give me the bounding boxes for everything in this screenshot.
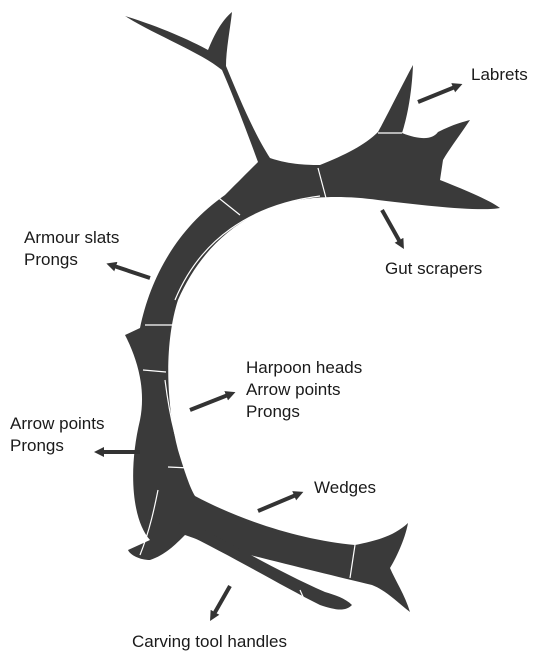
label-arrow-points: Arrow points Prongs bbox=[10, 413, 104, 457]
label-harpoon-line1: Harpoon heads bbox=[246, 357, 362, 379]
label-carving-tool-handles: Carving tool handles bbox=[132, 631, 287, 653]
arrow-harpoon-heads bbox=[190, 395, 228, 410]
label-harpoon-line2: Arrow points bbox=[246, 379, 362, 401]
arrow-labrets bbox=[418, 87, 455, 102]
label-arrow-points-line1: Arrow points bbox=[10, 413, 104, 435]
label-labrets: Labrets bbox=[471, 64, 528, 86]
label-gut-scrapers: Gut scrapers bbox=[385, 258, 482, 280]
label-arrow-points-line2: Prongs bbox=[10, 435, 104, 457]
arrow-wedges bbox=[258, 495, 296, 511]
label-wedges: Wedges bbox=[314, 477, 376, 499]
label-armour-slats: Armour slats Prongs bbox=[24, 227, 119, 271]
arrow-gut-scrapers bbox=[382, 210, 400, 242]
arrow-carving-tools bbox=[214, 586, 230, 614]
label-harpoon-line3: Prongs bbox=[246, 401, 362, 423]
label-harpoon-heads: Harpoon heads Arrow points Prongs bbox=[246, 357, 362, 423]
label-armour-slats-line2: Prongs bbox=[24, 249, 119, 271]
label-armour-slats-line1: Armour slats bbox=[24, 227, 119, 249]
